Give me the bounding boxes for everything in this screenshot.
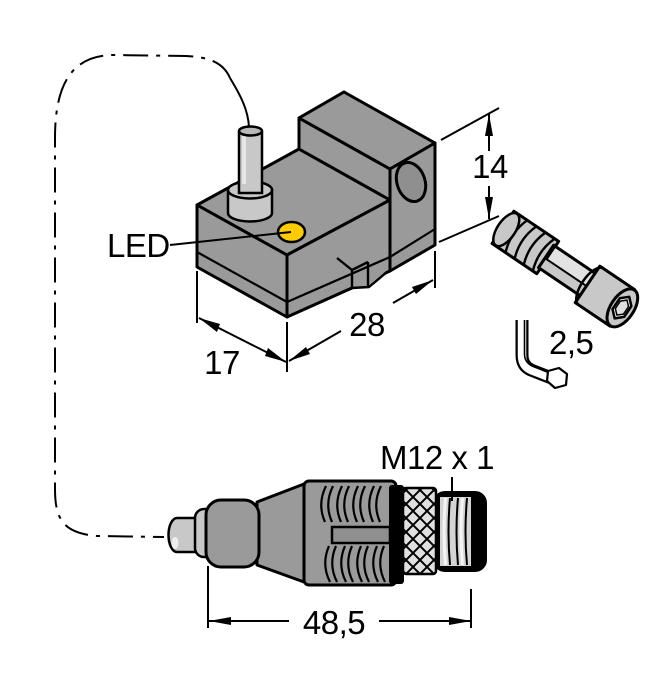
dimension-connector-length: 48,5 [207,566,472,641]
dim14-arrow-down [485,197,493,219]
hex-key [515,320,569,390]
strain-relief-cone [255,482,306,584]
dim14-ext-top [440,107,500,141]
dim28-arrow-left [289,347,310,361]
dimension-connector-length-text: 48,5 [303,604,365,641]
screw-thread-lines [504,219,555,271]
dimension-length-text: 28 [349,306,385,343]
m12-connector [167,479,487,587]
dim17-arrow-right [265,348,286,362]
dim14-ext-bottom [438,215,500,243]
grip-slot [330,525,392,545]
screw-tip [492,211,521,248]
sensor-body [169,90,437,319]
knurled-ring [401,486,438,576]
cable-route-dashdot-line [54,53,231,538]
cable-tip-highlight [171,537,179,549]
connector-thread-label: M12 x 1 [380,439,494,476]
hex-key-edge-line [523,320,552,375]
connector-black-ring [389,485,404,584]
hex-key-body [517,320,556,383]
dimension-height: 14 [438,107,508,243]
hex-key-size-label: 2,5 [549,324,593,361]
screw-hex-socket-inner [614,299,630,316]
grip-grooves-top [320,485,382,523]
led-label: LED [107,227,170,264]
led-indicator [276,220,307,244]
mounting-hole [394,160,428,204]
dimension-height-text: 14 [472,148,508,185]
screw-head-left-arc [575,266,604,306]
gland-post-highlight [242,136,246,184]
dimension-width: 17 [196,271,288,381]
dimension-length: 28 [288,251,436,362]
mounting-screw [490,209,640,329]
dimension-width-text: 17 [204,344,240,381]
bottom-tab-edges [336,257,388,290]
thread-lines [447,497,468,566]
connector-thread-tip [433,491,487,572]
strain-relief-barrel [204,498,261,569]
dim28-arrow-right [412,280,433,294]
cable-route [54,53,250,538]
dim485-arrow-left [209,617,231,625]
cable-gland [226,125,274,223]
cable-solid-curve [229,77,250,128]
hex-key-tip-face [545,366,569,390]
grip-grooves-bottom [324,545,386,583]
led-leader-line [169,231,292,246]
dim485-arrow-right [449,617,471,625]
body-seam-line [196,228,436,304]
gland-post-top [237,125,264,137]
dim17-arrow-left [199,318,220,332]
dim14-arrow-up [485,114,493,136]
thread-highlights [442,497,464,566]
